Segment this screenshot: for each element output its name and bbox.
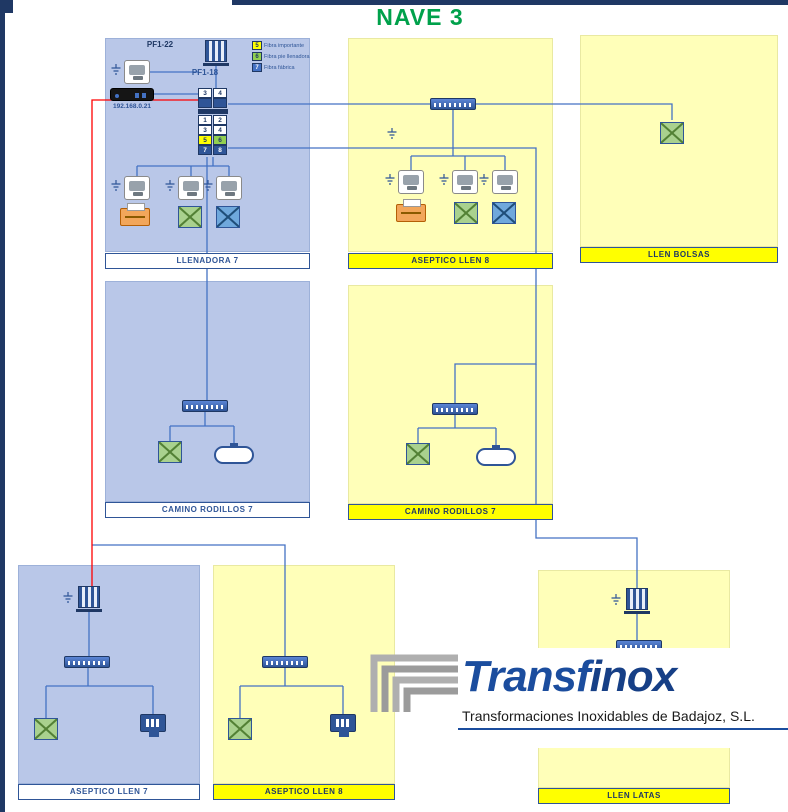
phone-device-icon: [216, 176, 242, 200]
page-title: NAVE 3: [376, 4, 464, 30]
brand-tagline: Transformaciones Inoxidables de Badajoz,…: [458, 706, 788, 730]
patch-cell: 3: [198, 125, 212, 135]
printer-icon: [396, 199, 426, 222]
legend-swatch-blue: 7: [252, 63, 262, 72]
ground-icon: [164, 180, 176, 191]
brand-part2: inox: [589, 652, 677, 701]
ground-icon: [478, 174, 490, 185]
ground-icon: [110, 64, 122, 75]
media-converter-icon: [203, 40, 229, 66]
zone-label-llenadora: LLENADORA 7: [105, 253, 310, 269]
phone-device-icon: [398, 170, 424, 194]
x-device-green-icon: [34, 718, 58, 740]
patch-cell-yellow: 5: [198, 135, 212, 145]
patch-cell: 8: [213, 145, 227, 155]
switch-icon: [262, 656, 308, 668]
phone-device-icon: [124, 176, 150, 200]
pc-icon: [140, 714, 166, 737]
legend-item: 6 Fibra pie llenadora: [252, 51, 310, 62]
company-logo: Transfinox Transformaciones Inoxidables …: [458, 648, 788, 748]
patch-label-pf1-22: PF1-22: [146, 40, 174, 49]
switch-icon: [432, 403, 478, 415]
zone-aseptico-llen7: [18, 565, 200, 784]
zone-aseptico-llen8-top: [348, 38, 553, 252]
patch-cell-green: 6: [213, 135, 227, 145]
legend: 5 Fibra importante 6 Fibra pie llenadora…: [252, 40, 310, 73]
pc-icon: [330, 714, 356, 737]
patch-panel-main-grid: 1 2 3 4 5 6 7 8: [198, 115, 228, 155]
zone-label-camino-rodillos-yellow: CAMINO RODILLOS 7: [348, 504, 553, 520]
x-device-blue-icon: [216, 206, 240, 228]
patch-cell: 4: [213, 88, 227, 98]
patch-cell: 4: [213, 125, 227, 135]
legend-item: 7 Fibra fábrica: [252, 62, 310, 73]
frame-left-border: [0, 0, 5, 812]
zone-label-aseptico-llen8-top: ASEPTICO LLEN 8: [348, 253, 553, 269]
legend-label: Fibra importante: [264, 42, 305, 49]
switch-icon: [430, 98, 476, 110]
legend-label: Fibra pie llenadora: [264, 53, 310, 60]
media-converter-icon: [624, 588, 650, 614]
zone-label-camino-rodillos-blue: CAMINO RODILLOS 7: [105, 502, 310, 518]
patch-panel: 3 4 1 2 3 4 5 6 7 8: [198, 88, 228, 155]
ground-icon: [110, 180, 122, 191]
ground-icon: [386, 128, 398, 139]
pipes-logo-icon: [370, 654, 458, 712]
switch-icon: [182, 400, 228, 412]
switch-icon: [64, 656, 110, 668]
phone-device-icon: [124, 60, 150, 84]
zone-label-aseptico-llen7: ASEPTICO LLEN 7: [18, 784, 200, 800]
phone-device-icon: [492, 170, 518, 194]
zone-label-llen-bolsas: LLEN BOLSAS: [580, 247, 778, 263]
ground-icon: [62, 592, 74, 603]
tank-device-icon: [476, 445, 516, 466]
brand-part1: Transf: [462, 652, 591, 701]
zone-camino-rodillos-yellow: [348, 285, 553, 504]
x-device-green-icon: [660, 122, 684, 144]
ground-icon: [610, 594, 622, 605]
media-converter-icon: [76, 586, 102, 612]
patch-label-pf1-18: PF1-18: [191, 68, 219, 77]
x-device-green-icon: [178, 206, 202, 228]
zone-camino-rodillos-blue: [105, 281, 310, 502]
x-device-green-icon: [406, 443, 430, 465]
tank-device-icon: [214, 443, 254, 464]
x-device-green-icon: [158, 441, 182, 463]
patch-cell: [213, 98, 227, 108]
server-ip-label: 192.168.0.21: [113, 103, 151, 110]
x-device-blue-icon: [492, 202, 516, 224]
zone-label-llen-latas: LLEN LATAS: [538, 788, 730, 804]
patch-cell: 3: [198, 88, 212, 98]
patch-cell: 7: [198, 145, 212, 155]
frame-top-border: [232, 0, 788, 5]
phone-device-icon: [452, 170, 478, 194]
legend-swatch-yellow: 5: [252, 41, 262, 50]
patch-panel-separator: [198, 109, 228, 114]
patch-cell: [198, 98, 212, 108]
zone-label-aseptico-llen8-bottom: ASEPTICO LLEN 8: [213, 784, 395, 800]
legend-item: 5 Fibra importante: [252, 40, 310, 51]
patch-cell: 1: [198, 115, 212, 125]
phone-device-icon: [178, 176, 204, 200]
printer-icon: [120, 203, 150, 226]
patch-cell: 2: [213, 115, 227, 125]
patch-panel-top-grid: 3 4: [198, 88, 228, 108]
x-device-green-icon: [228, 718, 252, 740]
legend-swatch-green: 6: [252, 52, 262, 61]
ground-icon: [438, 174, 450, 185]
ground-icon: [384, 174, 396, 185]
legend-label: Fibra fábrica: [264, 64, 295, 71]
brand-name: Transfinox: [458, 648, 788, 706]
server-icon: [110, 88, 154, 101]
x-device-green-icon: [454, 202, 478, 224]
